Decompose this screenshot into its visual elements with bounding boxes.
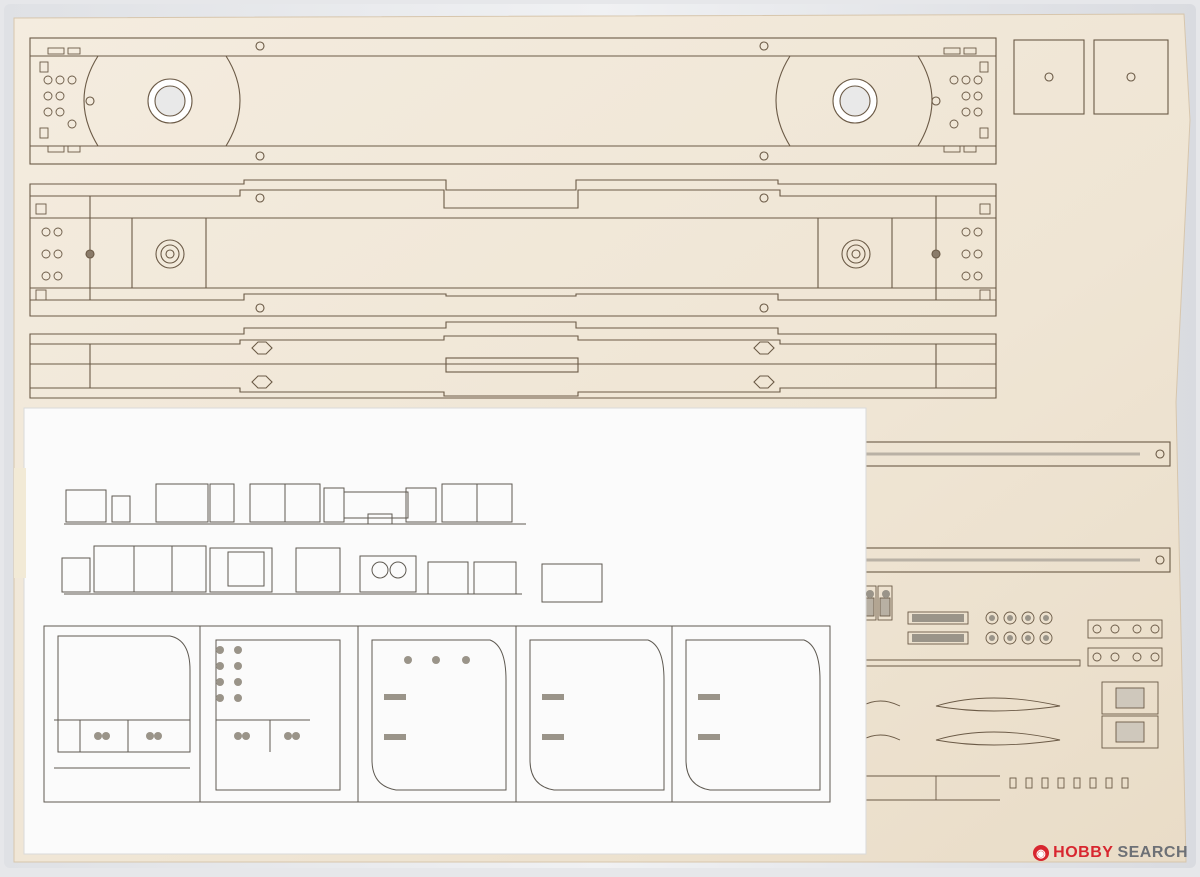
- small-square-parts: [1013, 39, 1169, 115]
- watermark: ◉ HOBBY SEARCH: [1033, 844, 1188, 862]
- floor-part: [29, 179, 997, 317]
- side-strip-parts: [29, 321, 997, 399]
- small-detail-parts: [861, 585, 1163, 801]
- equipment-box-parts: [61, 545, 603, 603]
- hobby-search-logo-icon: ◉: [1033, 845, 1050, 861]
- frame-top-part: [29, 37, 997, 165]
- punched-holes: [94, 590, 1049, 740]
- underfloor-equipment-parts: [64, 483, 526, 525]
- watermark-brand-b: SEARCH: [1117, 844, 1188, 861]
- instruction-card: [14, 407, 867, 855]
- window-panel-parts: [43, 625, 831, 803]
- watermark-brand-a: HOBBY: [1053, 844, 1114, 861]
